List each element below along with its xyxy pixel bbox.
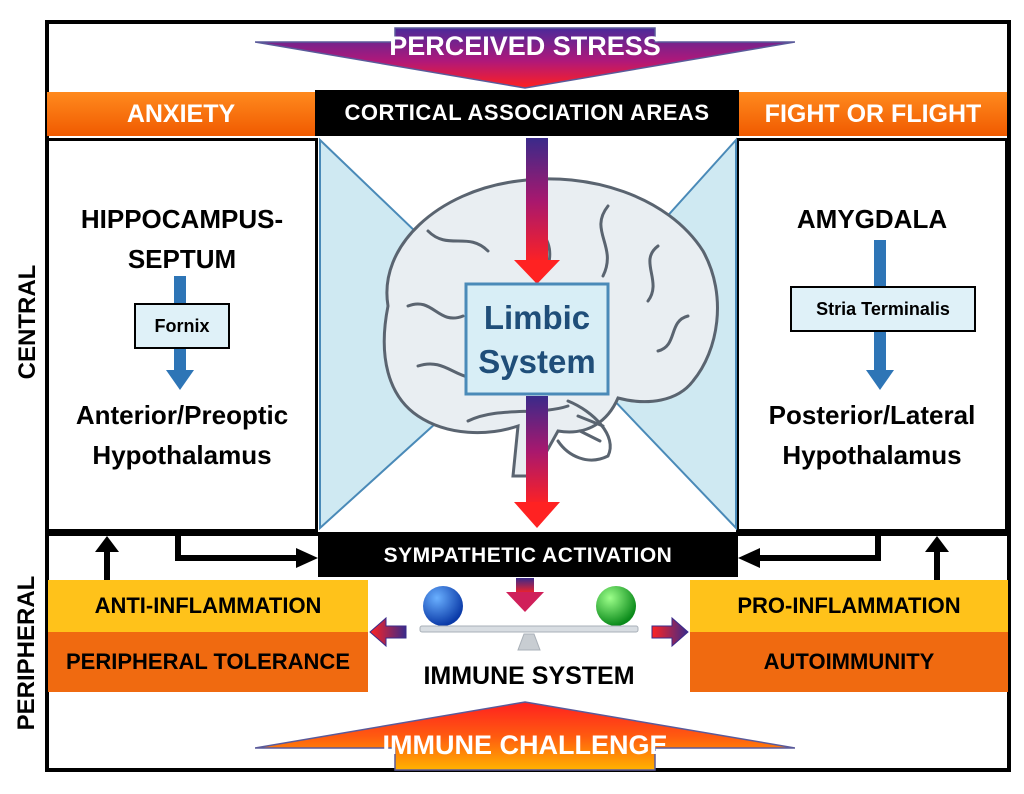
section-divider (46, 532, 1008, 536)
hippocampus-label: HIPPOCAMPUS- (80, 204, 284, 234)
fornix-box: Fornix (134, 303, 230, 349)
limbic-to-sympathetic-arrow (526, 396, 548, 506)
immune-challenge-arrow (255, 701, 795, 771)
left-immune-arrow (369, 616, 407, 648)
system-label: System (478, 343, 596, 380)
septum-label: SEPTUM (127, 244, 237, 274)
brain-diagram (319, 137, 737, 531)
anterior-preoptic-label: Anterior/Preoptic (75, 400, 289, 430)
hypothalamus-right-label: Hypothalamus (782, 440, 962, 470)
immune-system-label: IMMUNE SYSTEM (423, 661, 635, 690)
perceived-stress-label: PERCEIVED STRESS (389, 30, 661, 61)
immune-challenge-label: IMMUNE CHALLENGE (382, 729, 668, 760)
right-immune-arrow (651, 616, 689, 648)
pro-inflammation-bar: PRO-INFLAMMATION (690, 580, 1008, 632)
balance-beam (419, 625, 639, 633)
right-connector-arrows (738, 536, 949, 584)
sympathetic-to-immune-arrow (516, 578, 534, 594)
immune-balance-graphic (369, 578, 689, 651)
central-side-label: CENTRAL (14, 264, 41, 380)
peripheral-side-label: PERIPHERAL (13, 575, 40, 731)
peripheral-tolerance-bar: PERIPHERAL TOLERANCE (48, 632, 368, 692)
amygdala-label: AMYGDALA (796, 204, 948, 234)
fight-or-flight-header: FIGHT OR FLIGHT (739, 92, 1007, 136)
left-connector-arrows (95, 536, 318, 584)
green-ball-icon (596, 586, 636, 626)
posterior-lateral-label: Posterior/Lateral (768, 400, 976, 430)
anxiety-header: ANXIETY (47, 92, 315, 136)
stria-terminalis-box: Stria Terminalis (790, 286, 976, 332)
sympathetic-activation-bar: SYMPATHETIC ACTIVATION (318, 535, 738, 577)
cortex-to-limbic-arrow (526, 138, 548, 264)
blue-ball-icon (423, 586, 463, 626)
cortical-areas-header: CORTICAL ASSOCIATION AREAS (315, 90, 739, 136)
limbic-box (464, 282, 610, 396)
perceived-stress-arrow (255, 27, 795, 89)
balance-fulcrum (517, 633, 541, 651)
hypothalamus-left-label: Hypothalamus (92, 440, 272, 470)
autoimmunity-bar: AUTOIMMUNITY (690, 632, 1008, 692)
limbic-label: Limbic (483, 299, 591, 336)
right-panel (736, 138, 1008, 532)
anti-inflammation-bar: ANTI-INFLAMMATION (48, 580, 368, 632)
